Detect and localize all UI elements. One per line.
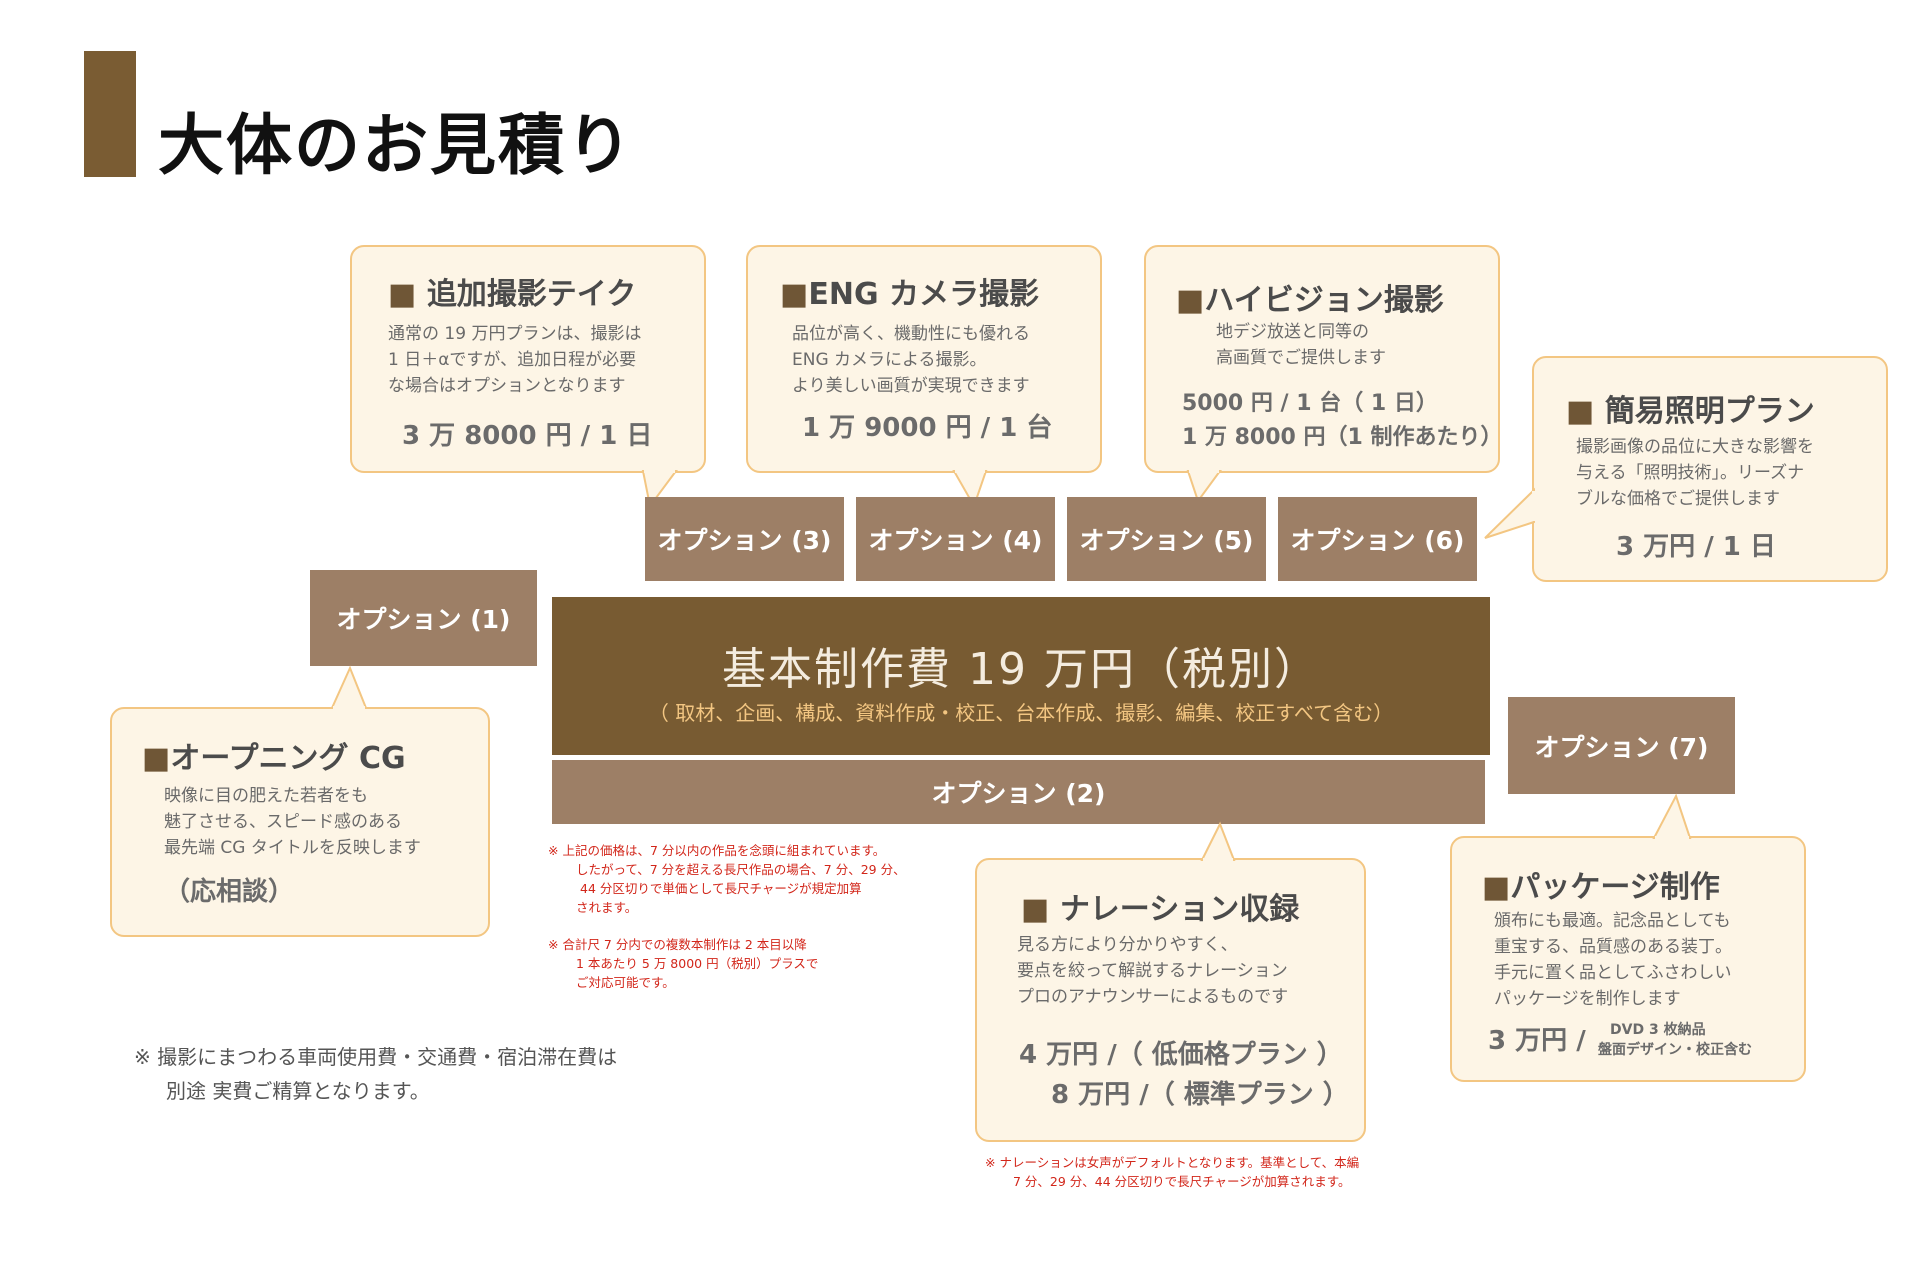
base-price-box [552,597,1490,755]
bubble-pointer [1186,469,1222,504]
page-title: 大体のお見積り [158,107,634,184]
note-travel-expenses: ※ 撮影にまつわる車両使用費・交通費・宿泊滞在費は 別途 実費ご精算となります。 [134,1045,618,1103]
bubble-title: ■ハイビジョン撮影 [1176,283,1444,318]
note-multiple-works: ※ 合計尺 7 分内での複数本制作は 2 本目以降 1 本あたり 5 万 800… [548,937,819,990]
base-price-subtitle: （ 取材、企画、構成、資料作成・校正、台本作成、撮影、編集、校正すべて含む） [648,701,1394,725]
bubble-price: （応相談） [164,877,295,907]
option-6-box: オプション (6) [1278,497,1477,581]
bubble-description: 頒布にも最適。記念品としても重宝する、品質感のある装丁。手元に置く品としてふさわ… [1494,911,1732,1009]
bubble-description: 地デジ放送と同等の高画質でご提供します [1216,322,1386,368]
square-bullet-icon: ■ [1021,892,1050,927]
bubble-price: 4 万円 /（ 低価格プラン ） [1019,1040,1343,1070]
option-3-box: オプション (3) [645,497,844,581]
note-narration: ※ ナレーションは女声がデフォルトとなります。基準として、本編 7 分、29 分… [985,1155,1360,1189]
option-4-box: オプション (4) [856,497,1055,581]
square-bullet-icon: ■ [1482,870,1511,905]
bubble-hivision: ■ハイビジョン撮影 地デジ放送と同等の高画質でご提供します 5000 円 / 1… [1144,245,1503,473]
bubble-narration: ■ ナレーション収録 見る方により分かりやすく、要点を絞って解説するナレーション… [975,858,1366,1142]
bubble-price: 5000 円 / 1 台（ 1 日） [1182,391,1438,416]
square-bullet-icon: ■ [780,277,809,312]
bubble-price: 1 万 8000 円（1 制作あたり） [1182,425,1503,450]
bubble-pointer [1484,487,1536,539]
bubble-title: ■オープニング CG [142,741,406,776]
note-long-duration: ※ 上記の価格は、7 分以内の作品を念頭に組まれています。 したがって、7 分を… [548,843,906,915]
bubble-title: ■ ナレーション収録 [1021,892,1300,927]
bubble-package: ■パッケージ制作 頒布にも最適。記念品としても重宝する、品質感のある装丁。手元に… [1450,836,1806,1082]
option-5-box: オプション (5) [1067,497,1266,581]
square-bullet-icon: ■ [1176,283,1205,318]
bubble-title: ■ENG カメラ撮影 [780,277,1040,312]
bubble-price: 1 万 9000 円 / 1 台 [802,413,1053,443]
bubble-title: ■パッケージ制作 [1482,870,1720,905]
square-bullet-icon: ■ [1566,394,1595,429]
base-price-title: 基本制作費 19 万円（税別） [722,644,1320,695]
option-7-box: オプション (7) [1508,697,1735,794]
package-price-note: DVD 3 枚納品 盤面デザイン・校正含む [1598,1022,1752,1058]
bubble-price: 3 万 8000 円 / 1 日 [402,421,653,451]
bubble-price: 3 万円 / [1488,1026,1586,1056]
bubble-simple-lighting: ■ 簡易照明プラン 撮影画像の品位に大きな影響を与える「照明技術」。リーズナブル… [1532,356,1888,582]
square-bullet-icon: ■ [388,277,417,312]
bubble-pointer [330,665,368,710]
square-bullet-icon: ■ [142,741,171,776]
bubble-price: 3 万円 / 1 日 [1616,532,1776,562]
option-1-box: オプション (1) [310,570,537,666]
option-2-box: オプション (2) [552,760,1485,824]
bubble-pointer [1200,821,1236,862]
bubble-price: 8 万円 /（ 標準プラン ） [1051,1080,1349,1110]
bubble-pointer [952,469,988,509]
bubble-pointer [1652,793,1692,840]
bubble-title: ■ 簡易照明プラン [1566,394,1815,429]
bubble-description: 撮影画像の品位に大きな影響を与える「照明技術」。リーズナブルな価格でご提供します [1576,437,1814,509]
bubble-opening-cg: ■オープニング CG 映像に目の肥えた若者をも魅了させる、スピード感のある最先端… [110,707,490,937]
title-accent-bar [84,51,136,177]
bubble-title: ■ 追加撮影テイク [388,277,637,312]
bubble-description: 映像に目の肥えた若者をも魅了させる、スピード感のある最先端 CG タイトルを反映… [164,786,421,858]
bubble-description: 見る方により分かりやすく、要点を絞って解説するナレーションプロのアナウンサーによ… [1017,935,1289,1007]
